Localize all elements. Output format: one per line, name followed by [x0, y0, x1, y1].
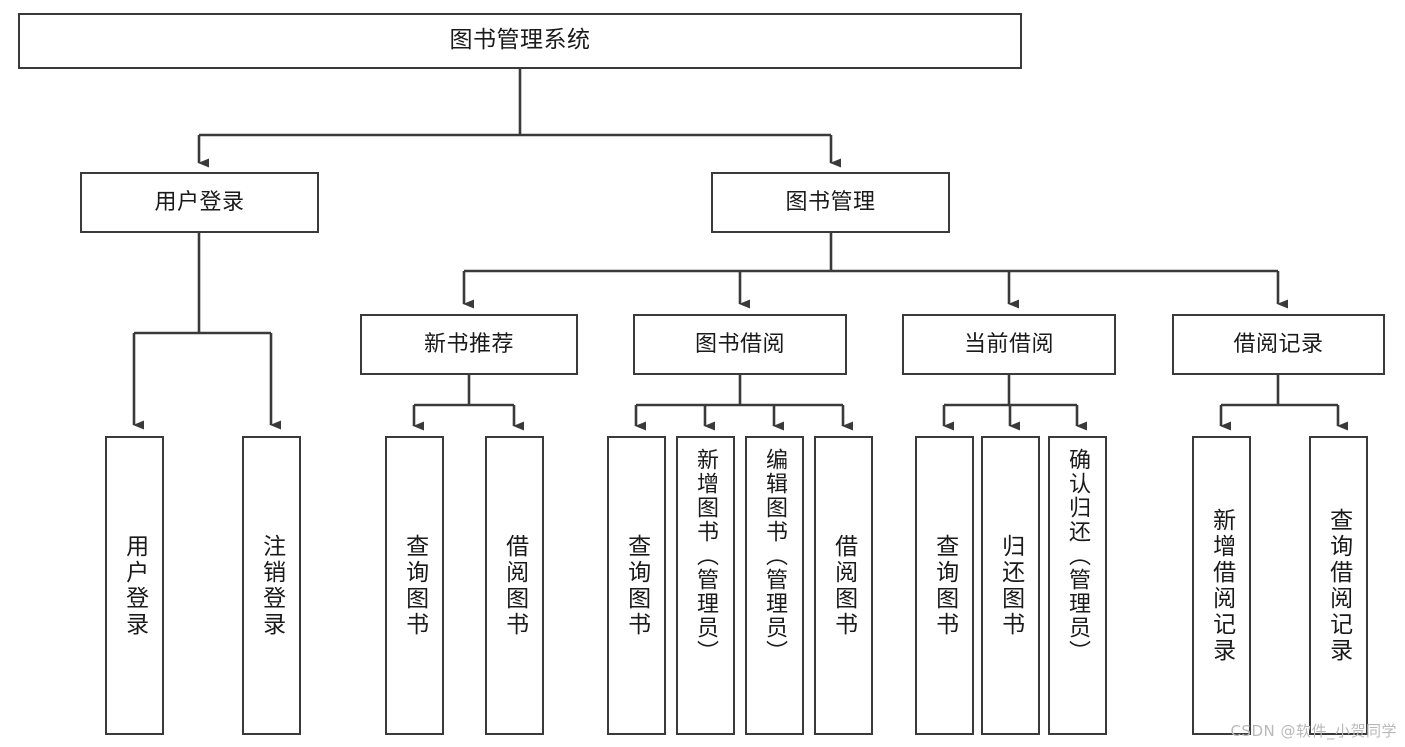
node-label: 查询图书 [401, 533, 428, 638]
node-current-borrow[interactable]: 当前借阅 [902, 314, 1116, 375]
node-label: 图书管理 [785, 189, 876, 215]
node-new-book-recommend[interactable]: 新书推荐 [360, 314, 578, 375]
node-label: 确认归还（管理员） [1065, 448, 1091, 664]
leaf-add-book-admin[interactable]: 新增图书（管理员） [676, 436, 735, 735]
node-label: 图书管理系统 [449, 27, 591, 54]
node-borrow-record[interactable]: 借阅记录 [1172, 314, 1385, 375]
leaf-add-borrow-record[interactable]: 新增借阅记录 [1192, 436, 1251, 735]
leaf-logout-login[interactable]: 注销登录 [242, 436, 301, 735]
leaf-confirm-return-admin[interactable]: 确认归还（管理员） [1048, 436, 1107, 735]
leaf-query-book-borrow[interactable]: 查询图书 [607, 436, 666, 735]
node-label: 查询图书 [623, 533, 650, 638]
node-label: 查询图书 [931, 533, 958, 638]
leaf-query-book-recommend[interactable]: 查询图书 [385, 436, 444, 735]
node-label: 图书借阅 [694, 331, 785, 357]
leaf-query-borrow-record[interactable]: 查询借阅记录 [1309, 436, 1368, 735]
node-user-login[interactable]: 用户登录 [80, 172, 319, 233]
node-label: 借阅记录 [1233, 331, 1324, 357]
node-label: 借阅图书 [830, 533, 857, 638]
node-root-book-management-system[interactable]: 图书管理系统 [18, 13, 1022, 69]
node-label: 归还图书 [997, 533, 1024, 638]
node-label: 新增借阅记录 [1208, 507, 1235, 664]
node-label: 查询借阅记录 [1325, 507, 1352, 664]
leaf-edit-book-admin[interactable]: 编辑图书（管理员） [745, 436, 804, 735]
node-label: 编辑图书（管理员） [762, 448, 788, 664]
node-label: 新书推荐 [423, 331, 514, 357]
leaf-user-login[interactable]: 用户登录 [105, 436, 164, 735]
leaf-borrow-book-recommend[interactable]: 借阅图书 [485, 436, 544, 735]
csdn-watermark: CSDN @软件_小贺同学 [1230, 722, 1397, 740]
node-label: 新增图书（管理员） [693, 448, 719, 664]
node-label: 用户登录 [154, 189, 245, 215]
leaf-query-book-current[interactable]: 查询图书 [915, 436, 974, 735]
node-label: 用户登录 [121, 533, 148, 638]
node-book-borrow[interactable]: 图书借阅 [633, 314, 847, 375]
node-label: 当前借阅 [963, 331, 1054, 357]
node-label: 借阅图书 [501, 533, 528, 638]
node-book-manage[interactable]: 图书管理 [711, 172, 950, 233]
leaf-borrow-book[interactable]: 借阅图书 [814, 436, 873, 735]
leaf-return-book[interactable]: 归还图书 [981, 436, 1040, 735]
node-label: 注销登录 [258, 533, 285, 638]
